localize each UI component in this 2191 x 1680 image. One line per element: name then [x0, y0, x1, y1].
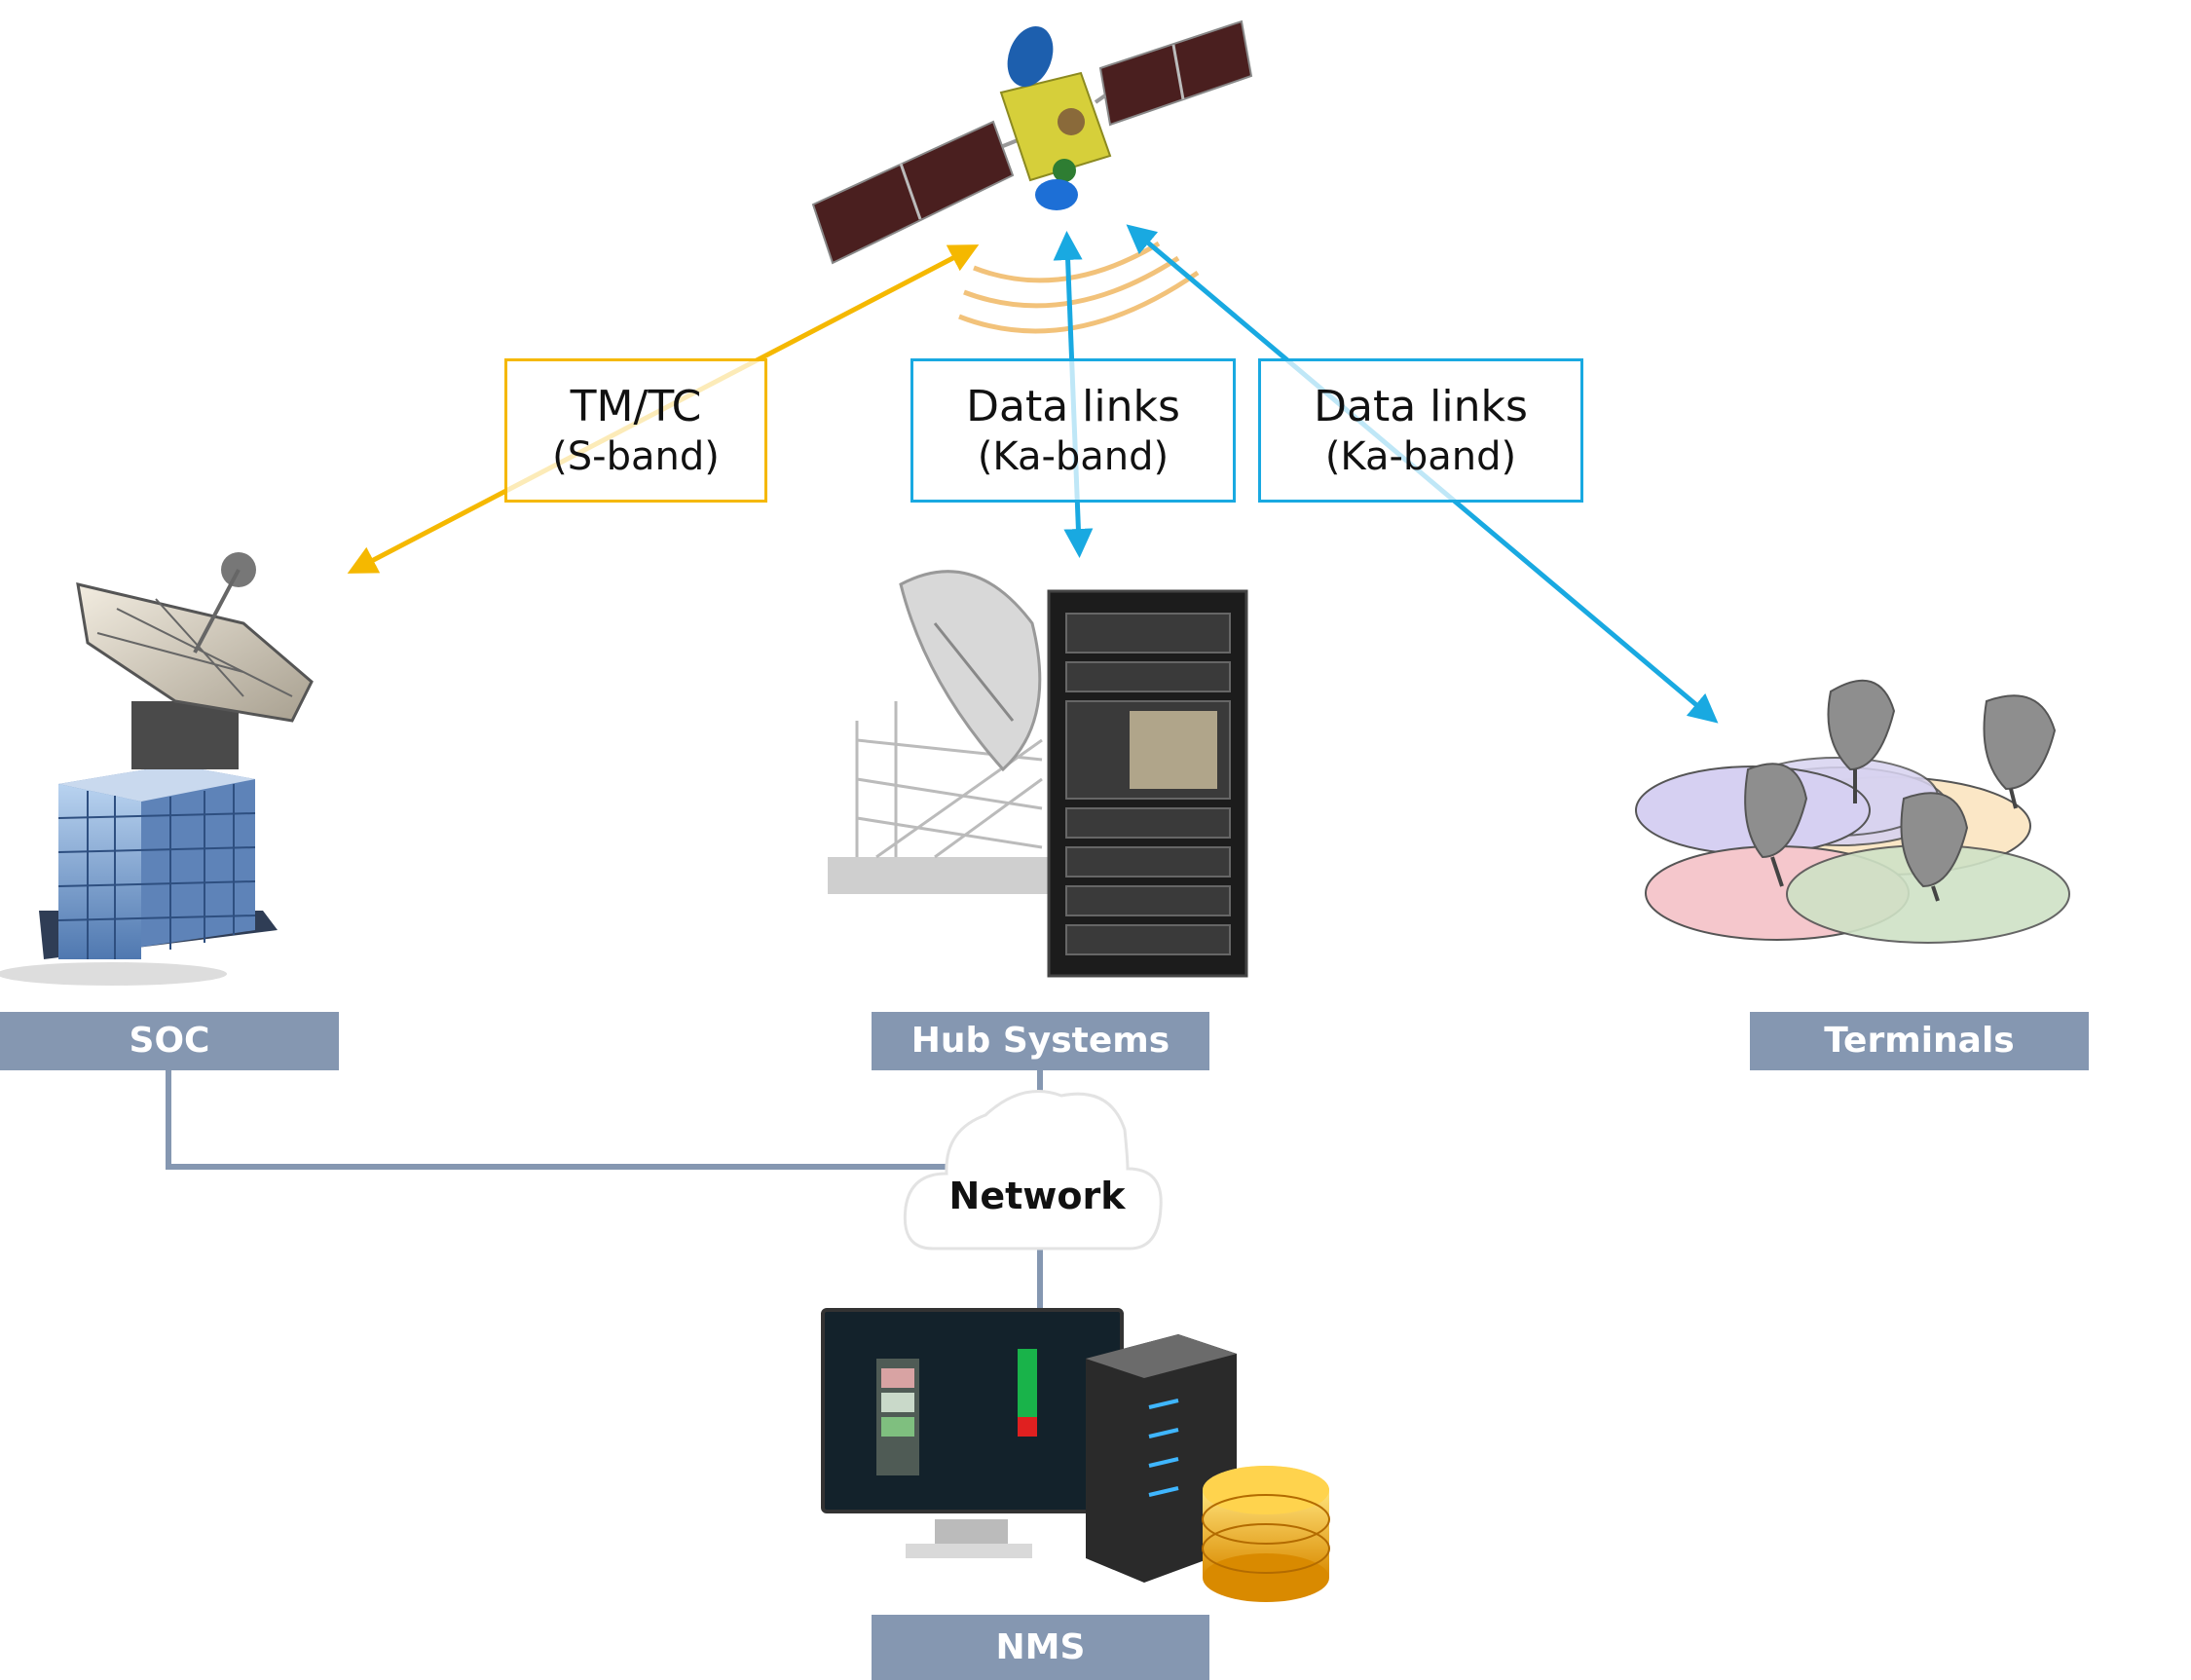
nms-label: NMS [872, 1615, 1209, 1680]
tmtc-label-subtitle: (S-band) [552, 434, 720, 479]
hub-systems-label: Hub Systems [872, 1012, 1209, 1070]
terminals-data-links-title: Data links [1314, 382, 1528, 431]
tmtc-label-title: TM/TC [570, 382, 702, 431]
tmtc-label-box: TM/TC (S-band) [504, 358, 767, 503]
hub-data-links-label-box: Data links (Ka-band) [910, 358, 1236, 503]
satellite-icon [811, 19, 1253, 334]
terminals-data-links-label-box: Data links (Ka-band) [1258, 358, 1583, 503]
hub-data-links-subtitle: (Ka-band) [977, 434, 1170, 479]
terminal-dishes-icon [1635, 679, 2070, 944]
network-label: Network [948, 1175, 1126, 1217]
hub-dish-rack-icon [828, 570, 1248, 978]
soc-building-dish-icon [0, 552, 314, 986]
soc-label: SOC [0, 1012, 339, 1070]
terminals-label: Terminals [1750, 1012, 2089, 1070]
hub-data-links-title: Data links [966, 382, 1180, 431]
cloud-icon [903, 1090, 1163, 1251]
terminals-data-links-subtitle: (Ka-band) [1324, 434, 1517, 479]
nms-workstation-icon [821, 1308, 1330, 1602]
